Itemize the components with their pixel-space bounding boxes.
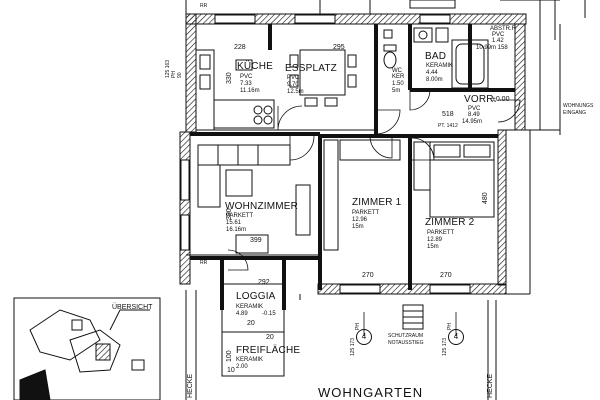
room-area2-wohnzimmer: 16.16m [226, 227, 247, 233]
room-area2-bad: 8.00m [426, 77, 443, 83]
room-floor-essplatz: PVC [287, 75, 300, 81]
outer-walls [179, 13, 527, 295]
room-name-vorr: VORR. [464, 94, 497, 105]
room-floor-bad: KERAMIK [426, 63, 454, 69]
dim-292: 292 [258, 279, 270, 286]
room-floor-abstr: PVC [492, 32, 505, 38]
dim-270-a: 270 [362, 272, 374, 279]
room-area-bad: 4.44 [426, 70, 438, 76]
dim-295: 295 [333, 44, 345, 51]
kitchen-counter [195, 49, 275, 131]
hedge-label-right: HECKE [487, 373, 494, 398]
room-level-vorr: ±0.00 [492, 96, 510, 103]
room-area-essplatz: 9.70 [287, 82, 299, 88]
room-name-essplatz: ESSPLATZ [285, 63, 337, 74]
loggia-outline [185, 283, 497, 400]
dim-100: 100 [226, 350, 233, 362]
room-floor-wohnzimmer: PARKETT [226, 213, 254, 219]
room-area-abstr: 1.42 [492, 38, 504, 44]
room-floor-zimmer2: PARKETT [427, 230, 455, 236]
ph-dims-left: 125 163 [165, 59, 171, 78]
shelter-label-line1: SCHUTZRAUM [388, 333, 423, 339]
room-floor-freiflaeche: KERAMIK [236, 357, 264, 363]
room-name-kueche: KÜCHE [237, 61, 274, 72]
room-area2-kueche: 11.16m [240, 88, 260, 94]
room-name-zimmer2: ZIMMER 2 [425, 217, 475, 228]
room-level-loggia: -0.15 [262, 311, 276, 317]
rr-label-top: RR [200, 3, 208, 9]
room-name-freiflaeche: FREIFLÄCHE [236, 345, 301, 356]
room-area-kueche: 7.33 [240, 81, 252, 87]
room-floor-zimmer1: PARKETT [352, 210, 380, 216]
windows [180, 14, 471, 294]
room1-furniture [323, 139, 401, 251]
room-width-loggia: 20 [247, 320, 255, 327]
room-name-bad: BAD [425, 51, 447, 62]
room-area-zimmer2: 12.89 [427, 237, 443, 243]
room-floor-loggia: KERAMIK [236, 304, 264, 310]
room-area-zimmer1: 12.96 [352, 217, 368, 223]
overview-map [13, 297, 161, 400]
rr-label-bottom: RR [200, 260, 208, 266]
dining-table [289, 49, 357, 107]
room-area2-zimmer1: 15m [352, 224, 364, 230]
bath-fixtures [383, 27, 489, 89]
ph-label-a: PH [355, 323, 361, 330]
room-area2-vorr: 14.95m [462, 119, 483, 125]
dim-20: 20 [266, 334, 274, 341]
room-area-loggia: 4.89 [236, 311, 248, 317]
dim-10: 10 [227, 367, 235, 374]
garden-label: WOHNGARTEN [318, 385, 424, 400]
ph-label-b: PH [447, 323, 453, 330]
schutzraum-symbol [402, 304, 424, 330]
door-swings [227, 89, 521, 271]
entrance-label-line2: EINGANG [563, 110, 587, 116]
room-area-wc: 1.50 [392, 81, 404, 87]
entrance-label-line1: WOHNUNGS [563, 103, 594, 109]
room-area2-zimmer2: 15m [427, 244, 439, 250]
room-name-zimmer1: ZIMMER 1 [352, 197, 402, 208]
dim-380: 380 [226, 208, 233, 220]
room-name-wohnzimmer: WOHNZIMMER [225, 201, 299, 212]
shelter-label-line2: NOTAUSSTIEG [388, 340, 424, 346]
dim-330: 330 [226, 72, 233, 84]
room-area2-essplatz: 12.5m [287, 89, 304, 95]
room-name-wc: WC [392, 68, 402, 74]
room-area2-wc: 5m [392, 88, 401, 94]
room-area2-abstr: 10.99m 158 [476, 45, 508, 51]
dim-399: 399 [250, 237, 262, 244]
ph-value-left: 90 [177, 72, 183, 78]
ph-value-a: 125 173 [350, 337, 356, 356]
dim-480: 480 [482, 192, 489, 204]
dim-270-b: 270 [440, 272, 452, 279]
overview-label: ÜBERSICHT [112, 304, 153, 311]
dim-518: 518 [442, 111, 454, 118]
dim-228: 228 [234, 44, 246, 51]
room-floor-vorr: PVC [468, 106, 481, 112]
room-floor-wc: KER [392, 74, 405, 80]
section-marker-b: 4 [448, 329, 464, 345]
room-name-abstr: ABSTR.R [490, 26, 517, 32]
room-area-freiflaeche: 2.00 [236, 364, 248, 370]
room-name-loggia: LOGGIA [236, 291, 276, 302]
point-label: PT. 1412 [438, 123, 458, 129]
section-marker-a: 4 [356, 329, 372, 345]
wall-outlines [186, 24, 561, 295]
room2-bed [413, 141, 495, 218]
room-area-vorr: 8.49 [468, 112, 480, 118]
room-area-wohnzimmer: 15.61 [226, 220, 242, 226]
upper-structure [185, 0, 586, 40]
ph-value-b: 125 173 [442, 337, 448, 356]
room-floor-kueche: PVC [240, 74, 253, 80]
hedge-label-left: HECKE [187, 373, 194, 398]
